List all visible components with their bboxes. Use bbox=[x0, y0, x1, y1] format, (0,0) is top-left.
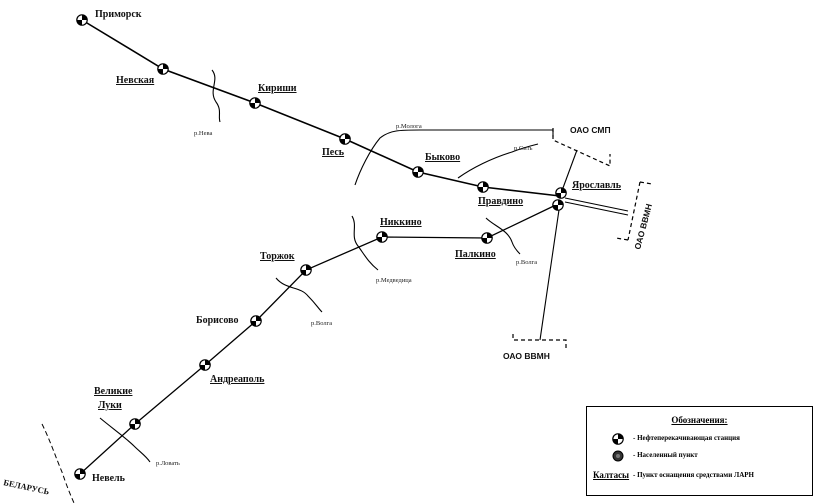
station-andreapol-icon bbox=[199, 359, 211, 371]
river-label-mologa: р.Молога bbox=[396, 123, 422, 130]
vvmn-south-terminal-mark bbox=[512, 334, 567, 348]
legend-underlined-desc: - Пункт оснащения средствами ЛАРН bbox=[633, 471, 754, 479]
label-pravdino: Правдино bbox=[478, 196, 523, 207]
river-label-medveditsa: р.Медведица bbox=[376, 277, 412, 284]
station-pes-icon bbox=[339, 133, 351, 145]
station-bykovo-icon bbox=[412, 166, 424, 178]
label-primorsk: Приморск bbox=[95, 9, 142, 20]
org-label-vvmn-south: ОАО ВВМН bbox=[503, 351, 550, 361]
river-volga-east bbox=[485, 217, 521, 255]
pipeline-primorsk-yaroslavl bbox=[81, 19, 561, 197]
station-kirishi-icon bbox=[249, 97, 261, 109]
station-torzhok-icon bbox=[300, 264, 312, 276]
label-borisovo: Борисово bbox=[196, 315, 238, 326]
org-label-smp: ОАО СМП bbox=[570, 125, 611, 135]
label-nikolskoe: Никкино bbox=[380, 217, 422, 228]
pipelines bbox=[79, 19, 629, 475]
river-sit bbox=[457, 143, 539, 179]
station-yaroslavl-2-icon bbox=[552, 199, 564, 211]
org-label-vvmn-east: ОАО ВВМН bbox=[632, 203, 654, 251]
station-primorsk-icon bbox=[76, 14, 88, 26]
river-lovat bbox=[99, 417, 151, 463]
legend-title: Обозначения: bbox=[671, 415, 728, 425]
pipeline-yaroslavl-vvmn-east-2 bbox=[564, 201, 629, 216]
label-palkino: Палкино bbox=[455, 249, 496, 260]
border-line bbox=[41, 423, 75, 503]
vvmn-east-terminal-mark bbox=[627, 181, 641, 241]
station-nevel-icon bbox=[74, 468, 86, 480]
label-nevel: Невель bbox=[92, 473, 126, 484]
pump-station-icon bbox=[612, 433, 624, 445]
map-legend: Обозначения: - Нефтеперекачивающая станц… bbox=[586, 406, 813, 496]
smp-terminal-mark bbox=[552, 128, 611, 167]
station-yaroslavl-1-icon bbox=[555, 187, 567, 199]
river-volga-west bbox=[275, 277, 323, 313]
country-label: БЕЛАРУСЬ bbox=[3, 477, 51, 497]
label-luki: Луки bbox=[98, 400, 122, 411]
station-nikolskoe-icon bbox=[376, 231, 388, 243]
station-borisovo-icon bbox=[250, 315, 262, 327]
terminal-marks bbox=[512, 128, 653, 348]
settlement-icon bbox=[612, 450, 624, 462]
river-label-lovat: р.Ловать bbox=[156, 460, 180, 467]
vvmn-east-terminal-mark-2 bbox=[639, 181, 653, 185]
river-label-neva: р.Нева bbox=[194, 130, 212, 137]
pipeline-yaroslavl-nevel bbox=[79, 202, 561, 475]
label-torzhok: Торжок bbox=[260, 251, 295, 262]
river-neva bbox=[211, 69, 221, 123]
river-labels: р.Нева р.Молога р.Сить р.Волга р.Медведи… bbox=[156, 123, 537, 467]
river-mologa bbox=[354, 129, 554, 186]
station-pravdino-icon bbox=[477, 181, 489, 193]
station-nevskaya-icon bbox=[157, 63, 169, 75]
label-yaroslavl: Ярославль bbox=[572, 180, 622, 191]
label-pes: Песь bbox=[322, 147, 345, 158]
river-label-volga-east: р.Волга bbox=[516, 259, 537, 266]
legend-pump-station-text: - Нефтеперекачивающая станция bbox=[633, 434, 740, 442]
label-velikie: Великие bbox=[94, 386, 133, 397]
river-label-sit: р.Сить bbox=[514, 145, 533, 152]
station-palkino-icon bbox=[481, 232, 493, 244]
river-label-volga-west: р.Волга bbox=[311, 320, 332, 327]
river-medveditsa bbox=[351, 215, 379, 271]
legend-underlined-sample: Калтасы bbox=[593, 470, 630, 480]
station-labels: Приморск Невская Кириши Песь Быково Прав… bbox=[92, 9, 622, 484]
rivers bbox=[99, 69, 554, 463]
station-velikie-luki-icon bbox=[129, 418, 141, 430]
vvmn-east-terminal-mark-3 bbox=[615, 237, 629, 241]
legend-settlement-text: - Населенный пункт bbox=[633, 451, 698, 459]
label-kirishi: Кириши bbox=[258, 83, 297, 94]
pipeline-yaroslavl-vvmn-south bbox=[539, 202, 561, 341]
label-andreapol: Андреаполь bbox=[210, 374, 265, 385]
label-nevskaya: Невская bbox=[116, 75, 155, 86]
pipeline-yaroslavl-vvmn-east-1 bbox=[564, 197, 629, 212]
label-bykovo: Быково bbox=[425, 152, 460, 163]
